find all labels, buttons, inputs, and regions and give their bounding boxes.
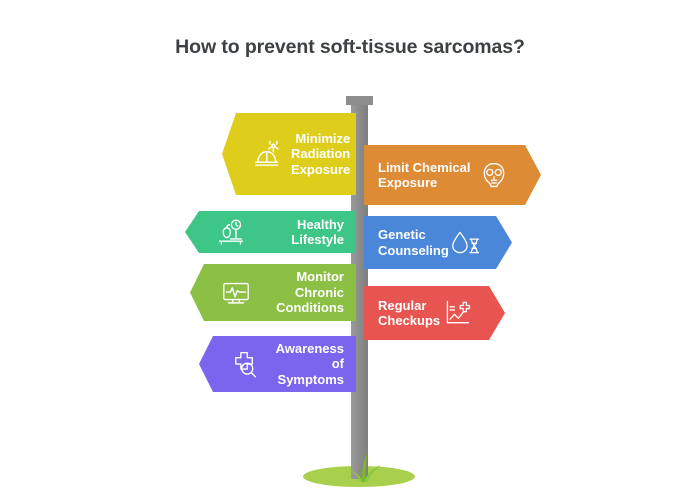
dna-blood-drop-icon xyxy=(449,228,481,257)
sign-limit-chemical-exposure[interactable]: Limit Chemical Exposure xyxy=(364,145,541,205)
medical-chart-icon xyxy=(443,298,473,328)
sign-label: Awareness of Symptoms xyxy=(275,340,344,387)
sign-label: Healthy Lifestyle xyxy=(291,216,344,248)
page-title: How to prevent soft-tissue sarcomas? xyxy=(175,36,525,58)
sign-minimize-radiation-exposure[interactable]: Minimize Radiation Exposure xyxy=(222,113,356,195)
sign-label: Genetic Counseling xyxy=(378,227,449,258)
sign-label: Minimize Radiation Exposure xyxy=(291,130,351,177)
grass-tuft-icon xyxy=(340,452,386,482)
cross-magnifier-icon xyxy=(229,349,260,380)
sign-awareness-of-symptoms[interactable]: Awareness of Symptoms xyxy=(199,336,356,392)
sign-label: Limit Chemical Exposure xyxy=(378,159,471,190)
sign-label: Monitor Chronic Conditions xyxy=(276,269,344,316)
healthy-food-scale-icon xyxy=(215,217,246,248)
sign-genetic-counseling[interactable]: Genetic Counseling xyxy=(364,216,512,269)
sign-healthy-lifestyle[interactable]: Healthy Lifestyle xyxy=(185,211,356,253)
monitor-heartbeat-icon xyxy=(220,277,252,309)
gas-mask-icon xyxy=(479,160,509,190)
signpost-cap xyxy=(346,96,373,105)
radiation-hardhat-icon xyxy=(252,138,285,171)
sign-regular-checkups[interactable]: Regular Checkups xyxy=(364,286,505,340)
sign-label: Regular Checkups xyxy=(378,297,441,328)
sign-monitor-chronic-conditions[interactable]: Monitor Chronic Conditions xyxy=(190,264,356,321)
